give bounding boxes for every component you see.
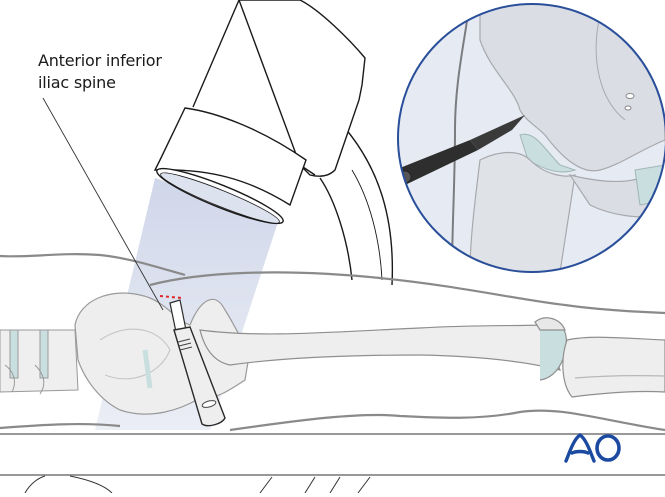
- scalpel: [169, 299, 226, 427]
- ao-logo: [564, 433, 621, 463]
- anatomy-label-line1: Anterior inferior: [38, 51, 162, 70]
- lumbar-spine: [0, 329, 79, 395]
- tibia: [562, 336, 665, 398]
- femur: [199, 317, 567, 381]
- anatomy-label: Anterior inferior iliac spine: [38, 50, 162, 94]
- anatomy-label-line2: iliac spine: [38, 73, 116, 92]
- body-outline: [0, 253, 665, 432]
- operating-table: [0, 433, 665, 476]
- lower-structure: [24, 475, 371, 494]
- incision-marker: [159, 295, 183, 299]
- annotation-leader-line: [42, 97, 164, 311]
- magnified-inset: [397, 3, 665, 273]
- c-arm: [153, 0, 394, 286]
